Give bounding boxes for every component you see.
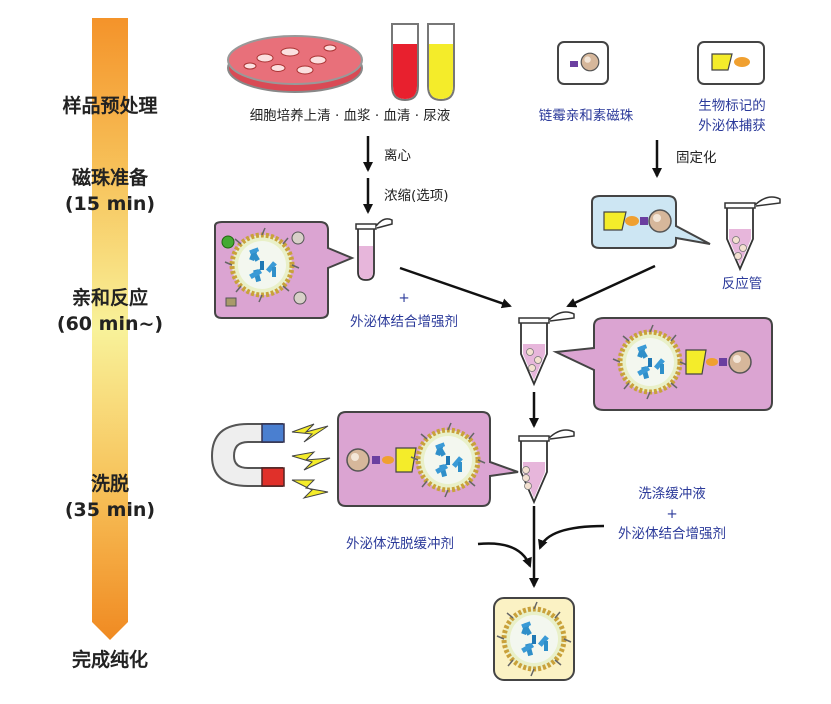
reaction-tube-label: 反应管 <box>722 275 763 292</box>
stage-bead-prep-time: (15 min) <box>65 193 155 215</box>
enhancer-plus: + <box>398 290 409 306</box>
stage-affinity: 亲和反应 <box>72 286 148 309</box>
sample-tube-icon <box>355 218 393 281</box>
capture-label-line1: 生物标记的 <box>698 98 766 114</box>
wash-plus: + <box>666 506 677 522</box>
wash-tube-icon <box>518 429 575 503</box>
magnetic-field-bolts-icon <box>291 423 331 499</box>
arrow-sample-to-reaction <box>399 266 512 309</box>
step-concentrate: 浓缩(选项) <box>384 188 449 204</box>
step-immobilize: 固定化 <box>676 150 717 166</box>
stage-pretreatment: 样品预处理 <box>62 94 157 117</box>
stage-elution-time: (35 min) <box>65 499 155 521</box>
magnetic-capture-bubble <box>337 411 519 507</box>
magnet-icon <box>210 423 285 487</box>
arrow-elution-buffer <box>477 542 532 568</box>
bead-immobilize-bubble <box>591 195 711 249</box>
enhancer-label: 外泌体结合增强剂 <box>350 314 458 330</box>
timeline-bar <box>92 18 128 640</box>
yellow-test-tube-icon <box>427 23 455 102</box>
wash-enhancer-label: 外泌体结合增强剂 <box>618 526 726 542</box>
stage-bead-prep: 磁珠准备 <box>72 166 149 189</box>
step-centrifuge: 离心 <box>384 147 411 164</box>
biotin-capture-box <box>697 41 765 85</box>
stage-complete: 完成纯化 <box>72 648 148 671</box>
elution-label: 外泌体洗脱缓冲剂 <box>346 536 454 552</box>
bead-label: 链霉亲和素磁珠 <box>539 108 634 124</box>
reaction-tube-icon <box>724 196 781 270</box>
arrow-wash-buffer <box>538 524 605 550</box>
capture-label-line2: 外泌体捕获 <box>698 118 766 134</box>
purified-exosome-box <box>493 597 575 681</box>
streptavidin-bead-box <box>557 41 609 85</box>
stage-elution: 洗脱 <box>91 472 129 495</box>
affinity-tube-icon <box>518 311 575 385</box>
wash-buffer-label: 洗涤缓冲液 <box>638 486 706 502</box>
petri-dish-icon <box>227 35 363 93</box>
affinity-complex-bubble <box>552 317 773 411</box>
samples-label: 细胞培养上清 · 血浆 · 血清 · 尿液 <box>250 108 451 124</box>
sample-bubble <box>214 221 355 319</box>
stage-affinity-time: (60 min~) <box>57 313 163 335</box>
red-test-tube-icon <box>391 23 419 102</box>
arrow-beads-to-reaction <box>566 264 656 308</box>
